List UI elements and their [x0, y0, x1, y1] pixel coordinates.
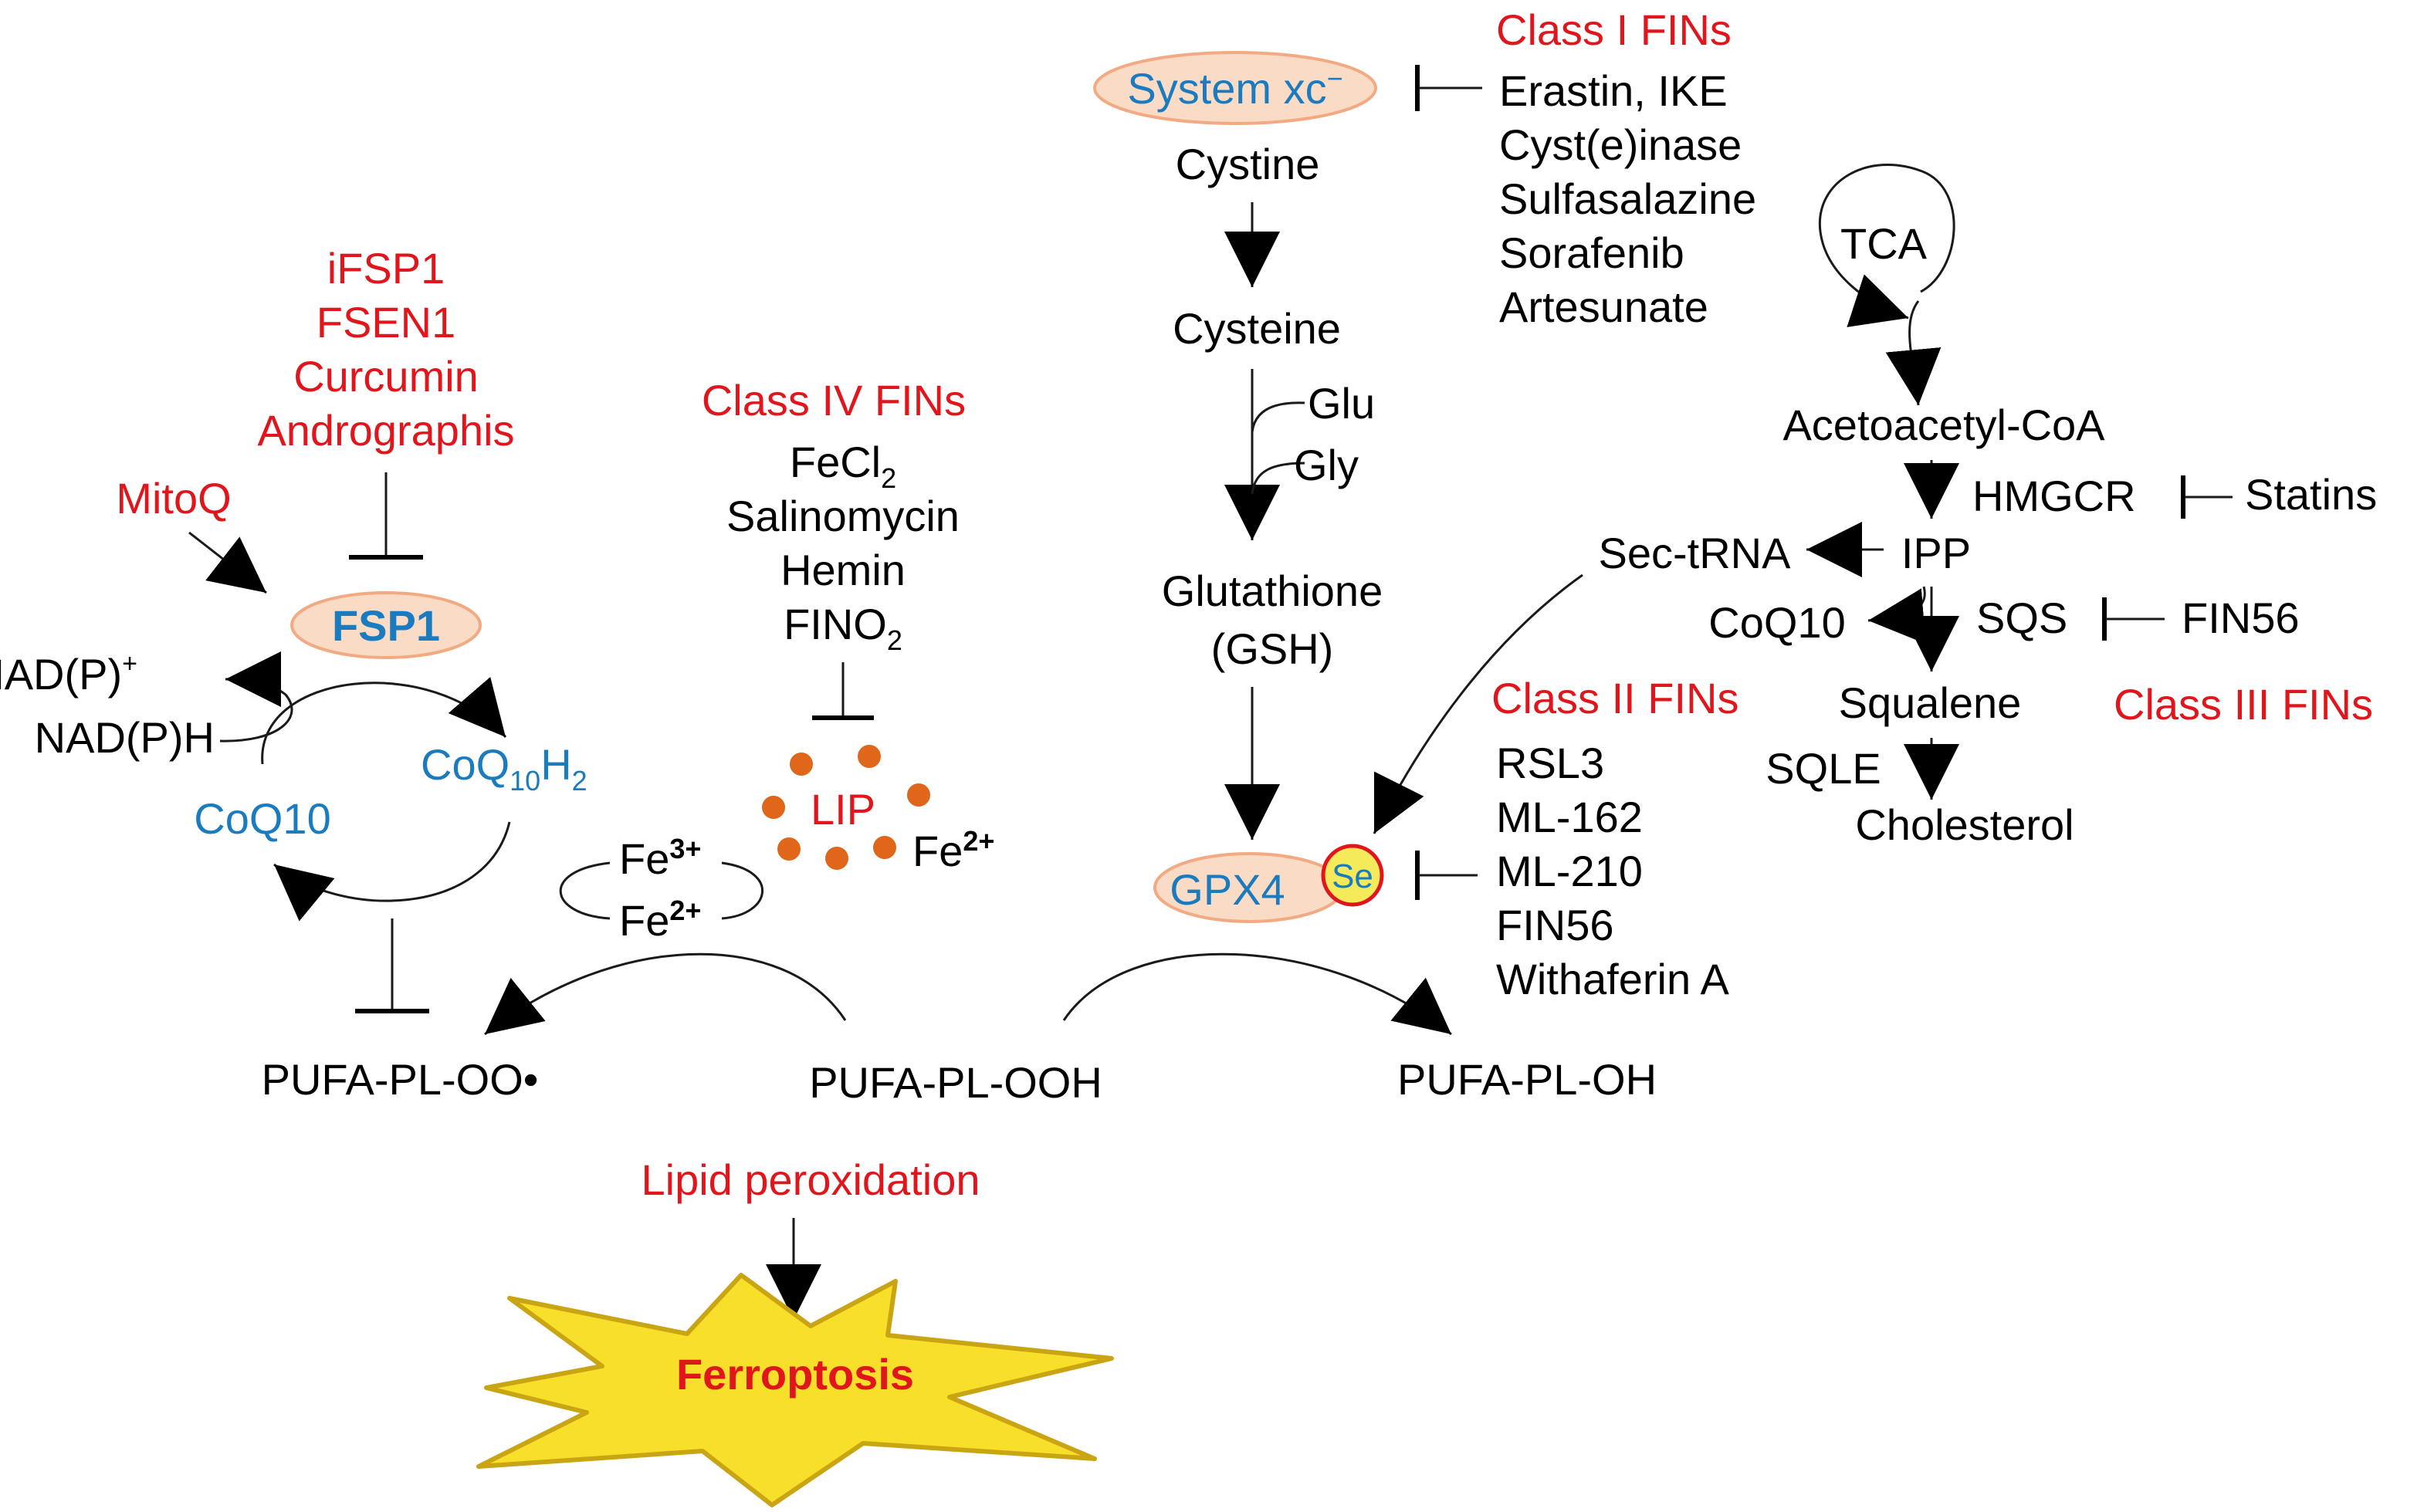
nadph-label: NAD(P)H	[35, 713, 215, 762]
fsp1-enzyme-oval	[290, 591, 482, 659]
iron-dot	[858, 745, 881, 768]
lipid-peroxidation-label: Lipid peroxidation	[642, 1155, 980, 1204]
labile-iron-pool-dots	[762, 745, 930, 870]
class-i-artesunate: Artesunate	[1499, 282, 1708, 331]
acetoacetyl-coa-label: Acetoacetyl-CoA	[1782, 401, 2105, 449]
nadp-plus-label: NAD(P)+	[0, 649, 137, 698]
tca-cycle-arrow	[1818, 164, 1955, 327]
fe3-label: Fe3+	[619, 833, 701, 883]
coqh2-label: CoQ10H2	[421, 740, 587, 797]
iron-dot	[790, 753, 813, 776]
class-ii-fin56: FIN56	[1496, 901, 1614, 949]
fecl2-label: FeCl2	[790, 438, 896, 494]
squalene-label: Squalene	[1839, 678, 2022, 727]
inhibitor-fsen1: FSEN1	[317, 298, 456, 347]
inhibitor-curcumin: Curcumin	[293, 352, 479, 401]
sqs-label: SQS	[1976, 594, 2067, 642]
fe2-label: Fe2+	[619, 895, 701, 945]
iron-dot	[777, 837, 801, 861]
coqh2-oxidation-arrow	[273, 821, 511, 922]
inhibitor-andrographis: Andrographis	[257, 406, 514, 455]
class-ii-withaferin: Withaferin A	[1496, 955, 1730, 1003]
sqle-label: SQLE	[1766, 744, 1881, 793]
iron-dot	[873, 836, 896, 859]
cysteine-label: Cysteine	[1173, 304, 1341, 353]
cystine-label: Cystine	[1176, 140, 1320, 188]
ooh-to-oh-arrow	[1062, 952, 1452, 1036]
pufa-pl-oo-label: PUFA-PL-OO•	[262, 1055, 539, 1104]
class-i-erastin: Erastin, IKE	[1499, 66, 1728, 115]
gsh-label: (GSH)	[1211, 624, 1334, 673]
fino2-label: FINO2	[784, 600, 902, 656]
inhibitor-ifsp1: iFSP1	[327, 244, 445, 293]
iron-redox-right-arc	[721, 861, 764, 920]
hmgcr-label: HMGCR	[1972, 472, 2136, 520]
iron-redox-left-arc	[559, 861, 611, 920]
hemin-label: Hemin	[780, 546, 906, 594]
class-ii-ml210: ML-210	[1496, 847, 1643, 895]
gly-label: Gly	[1294, 441, 1359, 489]
pufa-pl-oh-label: PUFA-PL-OH	[1397, 1055, 1657, 1104]
ferroptosis-label: Ferroptosis	[676, 1350, 914, 1399]
class-iii-label: Class III FINs	[2114, 680, 2373, 729]
ipp-label: IPP	[1901, 529, 1971, 577]
sec-trna-to-gpx4-arrow	[1373, 573, 1583, 834]
mitoq-arrow	[188, 531, 267, 594]
class-i-sulfasalazine: Sulfasalazine	[1499, 174, 1756, 223]
fe2-label-lip: Fe2+	[912, 825, 994, 875]
fsp1-inhibitors: iFSP1 FSEN1 Curcumin Andrographis	[257, 244, 514, 455]
ferroptosis-burst	[476, 1273, 1114, 1507]
iron-dot	[825, 847, 848, 870]
tca-label: TCA	[1840, 219, 1928, 268]
nadph-to-nadp-arrow	[219, 651, 293, 742]
glutathione-label: Glutathione	[1162, 567, 1383, 615]
tca-to-acetoacetyl-arrow	[1885, 300, 1942, 406]
class-i-sorafenib: Sorafenib	[1499, 228, 1684, 277]
class-iv-label: Class IV FINs	[702, 376, 966, 425]
fin56-mevalonate-label: FIN56	[2182, 594, 2300, 642]
coq10-reduction-arrow	[261, 677, 507, 765]
lip-label: LIP	[811, 785, 875, 834]
class-i-cysteinase: Cyst(e)inase	[1499, 120, 1742, 169]
fsp1-label: FSP1	[332, 601, 440, 650]
iron-dot	[762, 796, 785, 819]
system-xc-label: System xc−	[1127, 63, 1342, 113]
activator-mitoq: MitoQ	[116, 474, 231, 523]
iron-dot	[907, 783, 930, 807]
pufa-pl-ooh-label: PUFA-PL-OOH	[809, 1058, 1102, 1107]
class-i-label: Class I FINs	[1496, 5, 1732, 54]
class-ii-label: Class II FINs	[1491, 674, 1738, 722]
selenium-circle	[1321, 844, 1384, 907]
gly-input-curve	[1251, 462, 1305, 495]
system-xc-oval	[1093, 51, 1377, 125]
class-ii-rsl3: RSL3	[1496, 739, 1604, 787]
mevalonate-coq10-label: CoQ10	[1708, 598, 1845, 647]
sec-trna-label: Sec-tRNA	[1599, 529, 1792, 577]
ipp-to-coq10-arrow	[1867, 586, 1926, 644]
gpx4-label: GPX4	[1170, 865, 1285, 914]
statins-label: Statins	[2245, 470, 2377, 519]
glu-label: Glu	[1308, 379, 1375, 428]
class-ii-ml162: ML-162	[1496, 793, 1643, 841]
salinomycin-label: Salinomycin	[726, 492, 960, 540]
cholesterol-label: Cholesterol	[1855, 800, 2074, 849]
ooh-to-oo-arrow	[484, 952, 847, 1036]
selenium-label: Se	[1332, 857, 1373, 895]
coq10-label: CoQ10	[194, 794, 330, 843]
glu-input-curve	[1251, 401, 1305, 433]
